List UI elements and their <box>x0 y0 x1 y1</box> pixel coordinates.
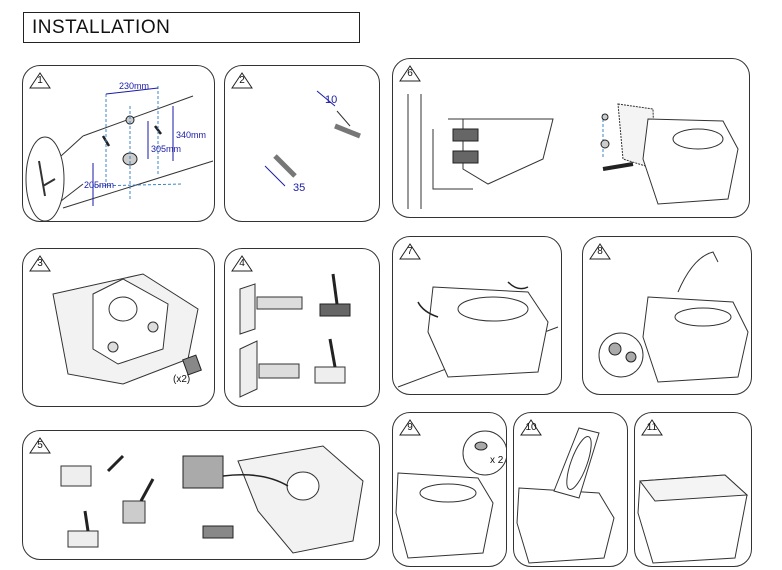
step-number-badge: 2 <box>231 71 253 89</box>
step-number-badge: 5 <box>29 436 51 454</box>
step-10-attach-seat-drawing <box>516 427 615 564</box>
step-number: 9 <box>407 422 413 433</box>
step-number-badge: 11 <box>641 418 663 436</box>
step-1-wall-dimensions-drawing: 230mm 340mm 305mm 205mm <box>25 81 214 221</box>
step-5-seal-fitting-drawing <box>60 445 364 554</box>
step-2-panel: 2 10 35 <box>224 65 380 222</box>
step-6-mount-on-wall-drawing <box>407 94 739 209</box>
step-3-bowl-underside-drawing: (x2) <box>52 273 202 385</box>
step-number-badge: 3 <box>29 254 51 272</box>
dim-205: 205mm <box>84 180 114 190</box>
step-11-panel: 11 <box>634 412 752 567</box>
step-11-finished-toilet-drawing <box>637 474 749 564</box>
step-4-fixing-bolts-drawing <box>239 273 351 398</box>
step-1-panel: 1 230mm 340mm 305mm 205mm <box>22 65 215 222</box>
step-number-badge: 4 <box>231 254 253 272</box>
step-number: 7 <box>407 246 413 257</box>
page-title: INSTALLATION <box>23 12 360 43</box>
dim-230: 230mm <box>119 81 149 91</box>
step-number-badge: 8 <box>589 242 611 260</box>
step-number: 3 <box>37 258 43 269</box>
step-number-badge: 10 <box>520 418 542 436</box>
step-7-panel: 7 <box>392 236 562 395</box>
step-number: 11 <box>646 422 658 433</box>
step-2-drill-depth-drawing: 10 35 <box>264 90 361 194</box>
quantity-note: (x2) <box>173 374 190 385</box>
step-number: 2 <box>239 75 245 86</box>
step-number: 4 <box>239 258 245 269</box>
dim-35: 35 <box>293 182 305 194</box>
step-number-badge: 7 <box>399 242 421 260</box>
step-10-panel: 10 <box>513 412 628 567</box>
step-number: 10 <box>525 422 537 433</box>
step-7-position-bowl-drawing <box>397 281 559 388</box>
step-6-panel: 6 <box>392 58 750 218</box>
step-5-panel: 5 <box>22 430 380 560</box>
step-9-seat-fixing-drawing: x 2 <box>395 430 506 559</box>
step-number: 8 <box>597 246 603 257</box>
step-9-panel: 9 x 2 <box>392 412 507 567</box>
step-number: 5 <box>37 440 43 451</box>
step-number-badge: 1 <box>29 71 51 89</box>
quantity-note: x 2 <box>490 455 504 466</box>
dim-305: 305mm <box>151 144 181 154</box>
dim-10: 10 <box>325 94 337 106</box>
step-4-panel: 4 <box>224 248 380 407</box>
step-number: 6 <box>407 68 413 79</box>
step-3-panel: 3 (x2) <box>22 248 215 407</box>
step-8-panel: 8 <box>582 236 752 395</box>
step-number-badge: 9 <box>399 418 421 436</box>
step-8-tighten-nuts-drawing <box>598 251 749 383</box>
step-number: 1 <box>37 75 43 86</box>
dim-340: 340mm <box>176 130 206 140</box>
step-number-badge: 6 <box>399 64 421 82</box>
